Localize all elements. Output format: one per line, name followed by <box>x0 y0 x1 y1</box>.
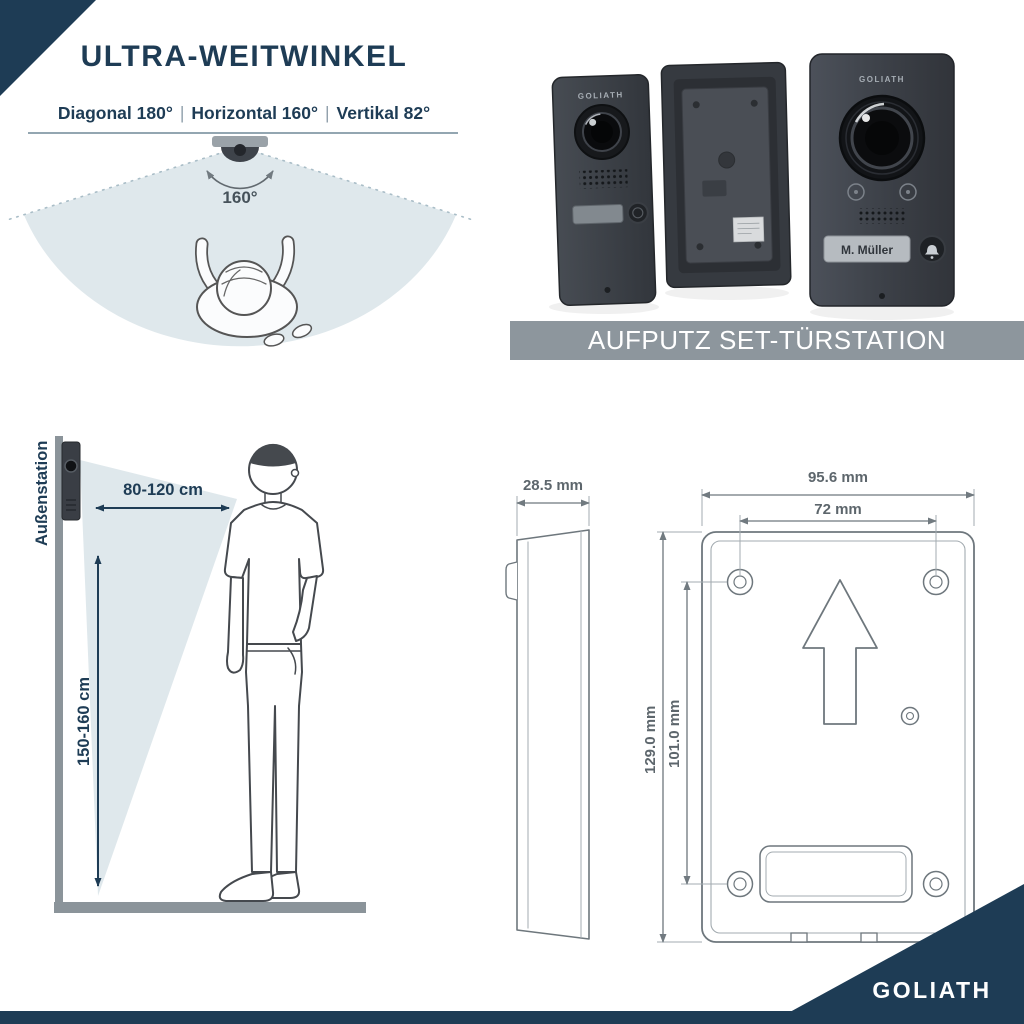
fov-edge-line-left <box>6 146 241 221</box>
label-sticker <box>732 216 765 243</box>
mic-indicator-icon <box>899 183 917 201</box>
nameplate <box>823 235 911 263</box>
spec-vertical: Vertikal 82° <box>336 103 431 123</box>
height-label: 150-160 cm <box>75 677 93 766</box>
brand-logo: GOLIATH <box>872 977 992 1003</box>
outer-height-label: 129.0 mm <box>642 706 659 774</box>
wall <box>55 436 63 904</box>
inner-width-dimension: 72 mm <box>739 501 937 576</box>
fov-beam <box>80 460 237 896</box>
fov-diagram: 160° <box>6 136 474 347</box>
spec-separator: | <box>179 103 185 123</box>
brand-label: GOLIATH <box>578 90 624 101</box>
surface-mount-box <box>660 61 792 289</box>
outer-width-dimension: 95.6 mm <box>701 469 975 526</box>
fov-fan <box>24 147 456 347</box>
fov-angle-arc <box>206 170 274 190</box>
mounting-hole <box>726 568 950 898</box>
mounting-diagram: Außenstation 80-120 cm 150-160 cm <box>33 436 366 913</box>
section-title: ULTRA-WEITWINKEL <box>80 40 408 73</box>
bell-icon <box>925 245 939 255</box>
outdoor-station-device <box>61 441 81 521</box>
dimension-drawings: 28.5 mm <box>505 469 975 943</box>
shadow <box>665 286 789 300</box>
shadow <box>810 304 954 320</box>
person-top-view-illustration <box>195 235 313 347</box>
up-arrow-icon <box>802 579 878 725</box>
spec-horizontal: Horizontal 160° <box>191 103 318 123</box>
inner-height-dimension: 101.0 mm <box>666 581 727 885</box>
nameplate-blank <box>572 203 624 225</box>
depth-label: 28.5 mm <box>523 477 583 494</box>
station-label: Außenstation <box>33 441 51 546</box>
product-banner: AUFPUTZ SET-TÜRSTATION <box>510 321 1024 360</box>
door-station-assembled: GOLIATH M. Müller <box>809 53 955 307</box>
fov-angle-label: 160° <box>222 188 257 207</box>
fov-edge-line-right <box>239 146 474 221</box>
speaker-grille <box>858 208 906 224</box>
inner-height-label: 101.0 mm <box>666 700 683 768</box>
call-button <box>626 201 649 224</box>
backplate-drawing <box>701 531 975 943</box>
brand-label: GOLIATH <box>859 75 905 84</box>
bottom-tab <box>790 932 808 943</box>
bottom-tab <box>860 932 878 943</box>
cable-slot <box>759 845 913 903</box>
specs-underline <box>28 132 458 134</box>
distance-label: 80-120 cm <box>123 481 203 499</box>
spec-diagonal: Diagonal 180° <box>57 103 173 123</box>
product-photo-set: GOLIATH <box>549 53 955 320</box>
standing-person-illustration <box>218 443 325 902</box>
door-station-front-panel: GOLIATH <box>551 73 657 307</box>
inner-width-label: 72 mm <box>814 501 862 518</box>
depth-dimension: 28.5 mm <box>516 477 590 536</box>
clip-notch <box>505 561 518 601</box>
footer-bar <box>0 1011 1024 1024</box>
spec-separator: | <box>325 103 330 123</box>
speaker-grille <box>579 169 628 189</box>
camera-top-icon <box>212 136 268 162</box>
nameplate-text: M. Müller <box>841 243 893 257</box>
side-view-drawing <box>505 529 590 940</box>
speaker-indicator-icon <box>847 183 865 201</box>
outer-height-dimension: 129.0 mm <box>642 531 702 943</box>
floor <box>54 902 366 913</box>
fov-specs: Diagonal 180° | Horizontal 160° | Vertikal 8… <box>0 103 488 124</box>
outer-width-label: 95.6 mm <box>808 469 868 486</box>
